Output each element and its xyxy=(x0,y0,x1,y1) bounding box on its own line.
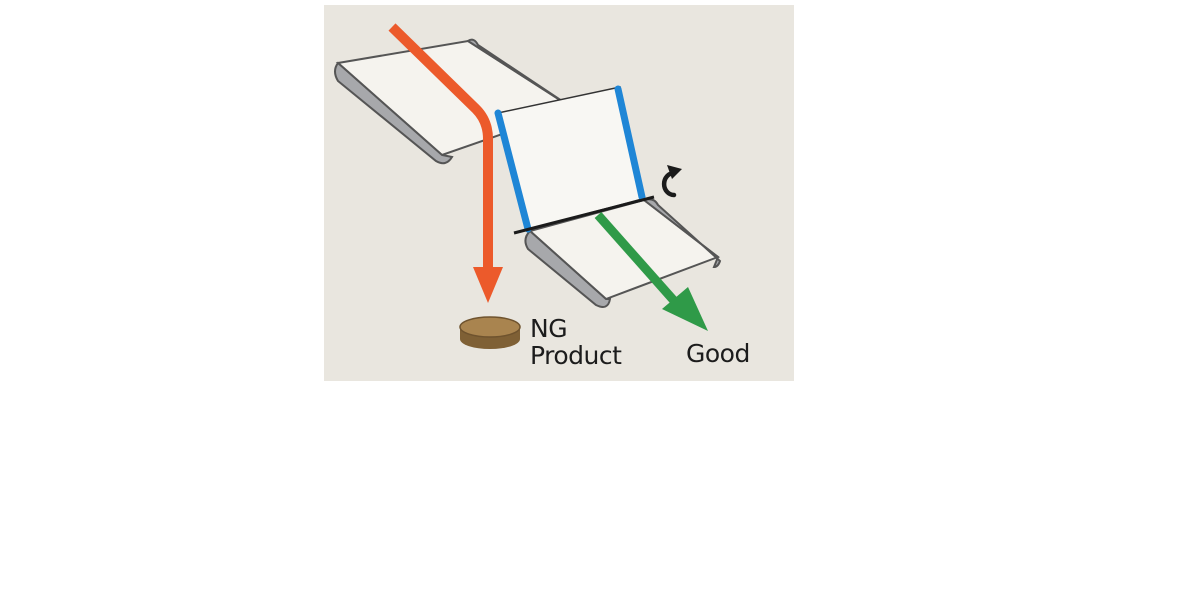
lower-belt-roller xyxy=(524,229,612,308)
ng-arrow-shaft xyxy=(388,23,493,273)
sorting-gate xyxy=(494,85,655,235)
good-arrow-shaft xyxy=(594,212,680,306)
good-arrow xyxy=(594,212,708,331)
sorter-diagram: NG Product Good xyxy=(324,5,794,381)
ng-arrow xyxy=(388,23,503,303)
good-arrow-head xyxy=(662,287,708,331)
upper-belt-roller xyxy=(334,61,454,165)
gate-left-edge xyxy=(494,109,532,233)
ng-arrow-head xyxy=(473,267,503,303)
disc-product-icon xyxy=(459,316,521,349)
gate-pivot-line xyxy=(513,195,655,235)
good-label: Good xyxy=(686,339,750,368)
product-label: Product xyxy=(530,341,622,370)
gate-right-edge xyxy=(614,85,646,201)
ng-label: NG xyxy=(530,314,568,343)
diagram-graphic xyxy=(334,23,722,349)
rotate-clockwise-icon xyxy=(661,165,682,198)
